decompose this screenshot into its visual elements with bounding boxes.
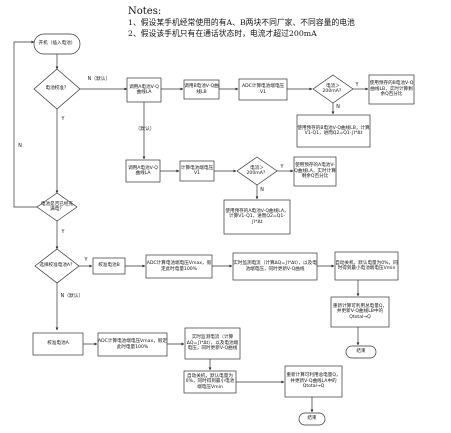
start-node — [33, 33, 81, 55]
process-a3 — [238, 78, 288, 101]
process-b5 — [223, 199, 291, 235]
decision-select-battery-a-label: 选择校准电池A？ — [39, 263, 75, 269]
end-d-label: 结束 — [307, 416, 317, 422]
edge-label-b3-no: N — [260, 188, 264, 193]
connectors — [13, 40, 369, 413]
decision-fully-charged — [36, 192, 78, 222]
process-d5 — [284, 365, 343, 398]
process-c2 — [145, 254, 213, 279]
process-a6-label: 使用预存的B电池V-Q曲线LB，计算V1-Q1，进而Q2=Q1-∫I*Δt — [297, 125, 370, 136]
notes-title: Notes: — [128, 6, 162, 17]
edge-label-check-yes: Y — [61, 117, 65, 122]
process-b2-label: 计算电池端电压V1 — [180, 165, 214, 176]
start-node-label: 开机（插入电池） — [38, 41, 76, 47]
process-a5-label: 使用预存的B电池V-Q曲线LB，实时计算剩余Q百分比 — [369, 81, 414, 98]
process-a1 — [126, 77, 162, 103]
decision-current-a-label: 电流＞200mA？ — [322, 83, 344, 94]
process-a6 — [296, 114, 371, 148]
process-c1-label: 校准电池B — [98, 263, 120, 269]
process-b2 — [179, 160, 215, 182]
process-c3 — [232, 252, 318, 281]
notes-line-1: 1、假设某手机经常使用的有A、B两块不同厂家、不同容量的电池 — [128, 18, 355, 27]
process-b5-label: 使用预存的A电池V-Q曲线LA，计算V1-Q1，进而Q2=Q1-∫I*Δt — [225, 208, 289, 225]
process-d4-label: 自动关机，默认电量为0%，同时得到最小电池端电压Vmin — [185, 373, 235, 390]
decision-current-b — [236, 156, 278, 186]
process-b1 — [125, 159, 161, 183]
edge-label-a4-yes: Y — [355, 83, 359, 88]
process-d2 — [97, 332, 168, 357]
process-c4 — [334, 251, 399, 281]
process-a1-label: 调用A电池V-Q曲线LA — [129, 84, 159, 95]
process-d4 — [183, 370, 237, 394]
process-d3-label: 实时监测电流（计算ΔQ=∫I*Δt），以及电池端电压，同时更新V-Q曲线 — [186, 335, 239, 352]
process-d3 — [184, 327, 241, 360]
process-a3-label: ADC计算电池端电压V1 — [241, 84, 285, 95]
process-a2-label: 调用B电池V-Q曲线LB — [184, 84, 219, 95]
process-c5 — [330, 296, 390, 328]
edge-label-check-no: N（默认） — [87, 77, 111, 82]
process-c4-label: 自动关机，默认电量为0%，同时得到最小电池端电压Vmin — [335, 260, 398, 271]
edge-label-full-yes: Y — [61, 230, 65, 235]
decision-battery-calibrate — [33, 68, 81, 110]
end-c — [345, 345, 377, 359]
edge-label-select-yes: Y — [84, 258, 88, 263]
process-b4 — [293, 156, 337, 187]
edge-label-full-no: N — [18, 144, 22, 149]
notes-line-2: 2、假设该手机只有在通话状态时，电流才超过200mA — [128, 29, 317, 38]
edge-label-select-no: N（默认） — [60, 294, 84, 299]
process-d2-label: ADC计算电池端电压Vmax，假定此时电量100% — [98, 339, 167, 350]
process-b1-label: 调用A电池V-Q曲线LA — [128, 165, 158, 176]
decision-battery-calibrate-label: 电池校准？ — [45, 86, 69, 92]
process-a5 — [368, 74, 415, 105]
decision-select-battery-a — [34, 248, 80, 284]
process-c2-label: ADC计算电池端电压Vmax，假定此时电量100% — [146, 261, 212, 272]
decision-current-b-label: 电流＞200mA？ — [246, 165, 268, 176]
process-c1 — [92, 257, 126, 275]
process-c5-label: 重新计算可利用总电量Q，并更新V-Q曲线LB中的Qtotal→Q — [332, 303, 388, 320]
process-d1-label: 校准电池A — [47, 341, 69, 347]
end-d — [298, 412, 326, 426]
process-c3-label: 实时监测电流（计算ΔQ=∫I*Δt），以及电池端电压，同时更新V-Q曲线 — [233, 261, 317, 272]
end-c-label: 结束 — [356, 349, 366, 355]
process-d1 — [32, 332, 84, 356]
edge-label-a4-no: N — [336, 105, 340, 110]
decision-current-a — [312, 74, 354, 104]
process-d5-label: 重新计算可利用总电量Q，并更新V-Q曲线LA中的Qtotal→Q — [286, 373, 341, 390]
decision-fully-charged-label: 电池是否已经充满电？ — [40, 201, 74, 212]
edge-label-b3-yes: Y — [280, 165, 284, 170]
notes: Notes: 1、假设某手机经常使用的有A、B两块不同厂家、不同容量的电池 2、… — [128, 6, 448, 39]
edge-label-default-mid: （默认） — [135, 127, 155, 132]
process-a2 — [183, 79, 220, 100]
process-b4-label: 使用预存的A电池V-Q曲线LA，实时计算剩余Q百分比 — [294, 163, 336, 180]
